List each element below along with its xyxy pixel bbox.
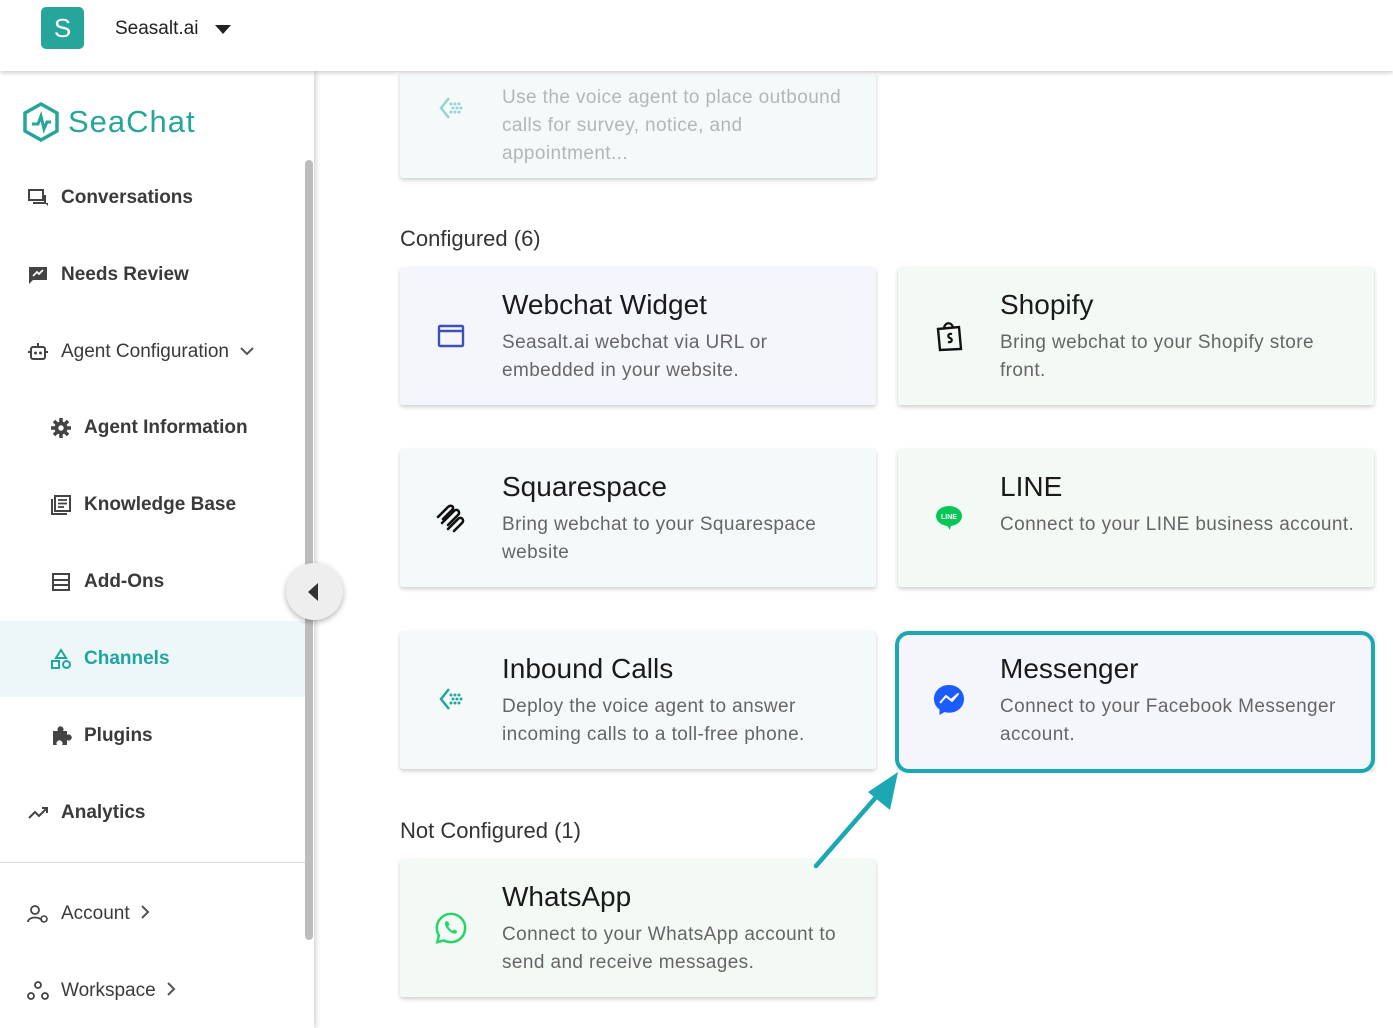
sidebar-item-analytics[interactable]: Analytics: [0, 788, 305, 838]
logo-text: SeaChat: [68, 104, 196, 139]
card-title: WhatsApp: [502, 881, 632, 912]
book-icon: [50, 494, 72, 516]
line-icon: LINE: [932, 501, 966, 535]
channel-card-inbound-calls[interactable]: Inbound Calls Deploy the voice agent to …: [400, 631, 876, 769]
phone-wave-icon: [434, 683, 468, 717]
shopify-bag-icon: [932, 319, 966, 353]
card-description: Seasalt.ai webchat via URL or embedded i…: [502, 332, 768, 381]
sidebar-item-label: Workspace: [61, 980, 156, 1001]
browser-window-icon: [434, 319, 468, 353]
card-description: Deploy the voice agent to answer incomin…: [502, 696, 805, 745]
workspace-icon: [27, 980, 49, 1002]
scroll-mask: [314, 71, 1393, 75]
sidebar-item-agent-information[interactable]: Agent Information: [0, 403, 305, 453]
channel-card-shopify[interactable]: Shopify Bring webchat to your Shopify st…: [898, 267, 1374, 405]
squarespace-icon: [434, 501, 468, 535]
sidebar-item-conversations[interactable]: Conversations: [0, 173, 305, 223]
sidebar-item-knowledge-base[interactable]: Knowledge Base: [0, 480, 305, 530]
sidebar-item-label: Analytics: [61, 802, 146, 823]
sidebar-item-label: Add-Ons: [84, 571, 165, 592]
workspace-dropdown-icon[interactable]: [215, 25, 231, 34]
gear-icon: [50, 417, 72, 439]
sidebar-item-workspace[interactable]: Workspace: [0, 966, 305, 1016]
shapes-icon: [50, 648, 72, 670]
sidebar-item-plugins[interactable]: Plugins: [0, 711, 305, 761]
sidebar-scrollbar[interactable]: [305, 160, 313, 940]
puzzle-icon: [50, 725, 72, 747]
sidebar-divider: [0, 862, 305, 863]
sidebar-item-channels[interactable]: Channels: [0, 621, 305, 697]
sidebar-item-add-ons[interactable]: Add-Ons: [0, 557, 305, 607]
channel-card-whatsapp[interactable]: WhatsApp Connect to your WhatsApp accoun…: [400, 859, 876, 997]
card-title: Messenger: [1000, 653, 1139, 684]
review-icon: [27, 264, 49, 286]
card-description: Connect to your LINE business account.: [1000, 514, 1355, 535]
sidebar-item-label: Agent Configuration: [61, 341, 229, 362]
channel-card-squarespace[interactable]: Squarespace Bring webchat to your Square…: [400, 449, 876, 587]
sidebar-item-account[interactable]: Account: [0, 889, 305, 939]
chevron-right-icon: [140, 904, 150, 925]
sidebar-item-label: Needs Review: [61, 264, 189, 285]
workspace-avatar[interactable]: S: [41, 7, 84, 49]
robot-icon: [27, 341, 49, 363]
card-description: Connect to your Facebook Messenger accou…: [1000, 696, 1336, 745]
card-description: Bring webchat to your Shopify store fron…: [1000, 332, 1314, 381]
channel-card-webchat-widget[interactable]: Webchat Widget Seasalt.ai webchat via UR…: [400, 267, 876, 405]
seachat-logo[interactable]: SeaChat: [20, 101, 196, 143]
collapse-sidebar-button[interactable]: [286, 563, 343, 620]
configured-heading: Configured (6): [400, 226, 541, 251]
sidebar-item-needs-review[interactable]: Needs Review: [0, 250, 305, 300]
channel-card-messenger[interactable]: Messenger Connect to your Facebook Messe…: [898, 631, 1374, 769]
caret-left-icon: [307, 582, 318, 601]
messenger-highlight-box: [895, 631, 1375, 773]
sidebar-item-label: Conversations: [61, 187, 193, 208]
sidebar-item-label: Account: [61, 903, 130, 924]
card-description: Bring webchat to your Squarespace websit…: [502, 514, 817, 563]
phone-wave-icon: [434, 92, 468, 126]
seachat-logo-icon: [23, 101, 59, 143]
card-description: Connect to your WhatsApp account to send…: [502, 924, 837, 973]
sidebar: SeaChat Conversations Needs Review Agent…: [0, 71, 314, 1028]
pointer-arrow-icon: [813, 772, 898, 869]
workspace-name[interactable]: Seasalt.ai: [115, 18, 199, 39]
top-bar: S Seasalt.ai: [0, 0, 1393, 71]
messenger-icon: [932, 683, 966, 717]
chat-bubbles-icon: [27, 187, 49, 209]
card-description: Use the voice agent to place outbound ca…: [502, 87, 842, 164]
line-icon-text: LINE: [941, 514, 957, 521]
trending-up-icon: [27, 802, 49, 824]
sidebar-item-label: Channels: [84, 648, 170, 669]
chevron-down-icon: [239, 343, 255, 361]
card-title: Inbound Calls: [502, 653, 674, 684]
sidebar-item-agent-configuration[interactable]: Agent Configuration: [0, 327, 305, 377]
channel-card-line[interactable]: LINE LINE Connect to your LINE business …: [898, 449, 1374, 587]
sidebar-item-label: Knowledge Base: [84, 494, 237, 515]
card-title: LINE: [1000, 471, 1063, 502]
chevron-right-icon: [166, 981, 176, 1002]
card-title: Squarespace: [502, 471, 668, 502]
whatsapp-icon: [434, 911, 468, 945]
list-box-icon: [50, 571, 72, 593]
sidebar-item-label: Plugins: [84, 725, 153, 746]
card-title: Shopify: [1000, 289, 1094, 320]
sidebar-item-label: Agent Information: [84, 417, 248, 438]
not-configured-heading: Not Configured (1): [400, 818, 581, 843]
user-settings-icon: [27, 903, 49, 925]
card-title: Webchat Widget: [502, 289, 707, 320]
